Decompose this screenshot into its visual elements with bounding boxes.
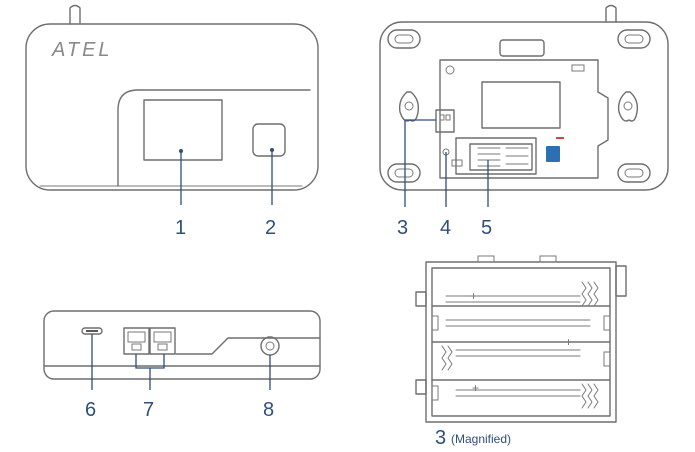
display-screen (143, 99, 223, 161)
callout-4: 4 (440, 217, 451, 239)
svg-text:+: + (472, 381, 479, 395)
magnified-callout-number: 3 (435, 427, 446, 449)
dc-power-jack (260, 336, 280, 356)
sim-card-icon (546, 146, 560, 162)
side-body (43, 310, 321, 380)
back-view: 3 4 5 (379, 4, 669, 239)
battery-connector (435, 109, 455, 133)
back-body (379, 21, 669, 191)
front-body (25, 23, 319, 191)
side-view: 6 7 8 (43, 310, 321, 421)
callout-7: 7 (143, 399, 154, 421)
front-view: ATEL 1 2 (25, 4, 319, 239)
callout-8: 8 (263, 399, 274, 421)
callout-5: 5 (481, 217, 492, 239)
callout-1: 1 (175, 217, 186, 239)
sim-slot (455, 137, 537, 175)
svg-text:+: + (470, 289, 477, 303)
magnified-label: (Magnified) (451, 432, 511, 446)
phone-jacks (123, 327, 176, 355)
callout-2: 2 (265, 217, 276, 239)
power-button (252, 123, 286, 157)
brand-logo: ATEL (51, 39, 113, 61)
svg-text:+: + (565, 335, 572, 349)
callout-6: 6 (85, 399, 96, 421)
battery-holder-magnified: + + + (415, 255, 627, 423)
callout-3: 3 (397, 217, 408, 239)
